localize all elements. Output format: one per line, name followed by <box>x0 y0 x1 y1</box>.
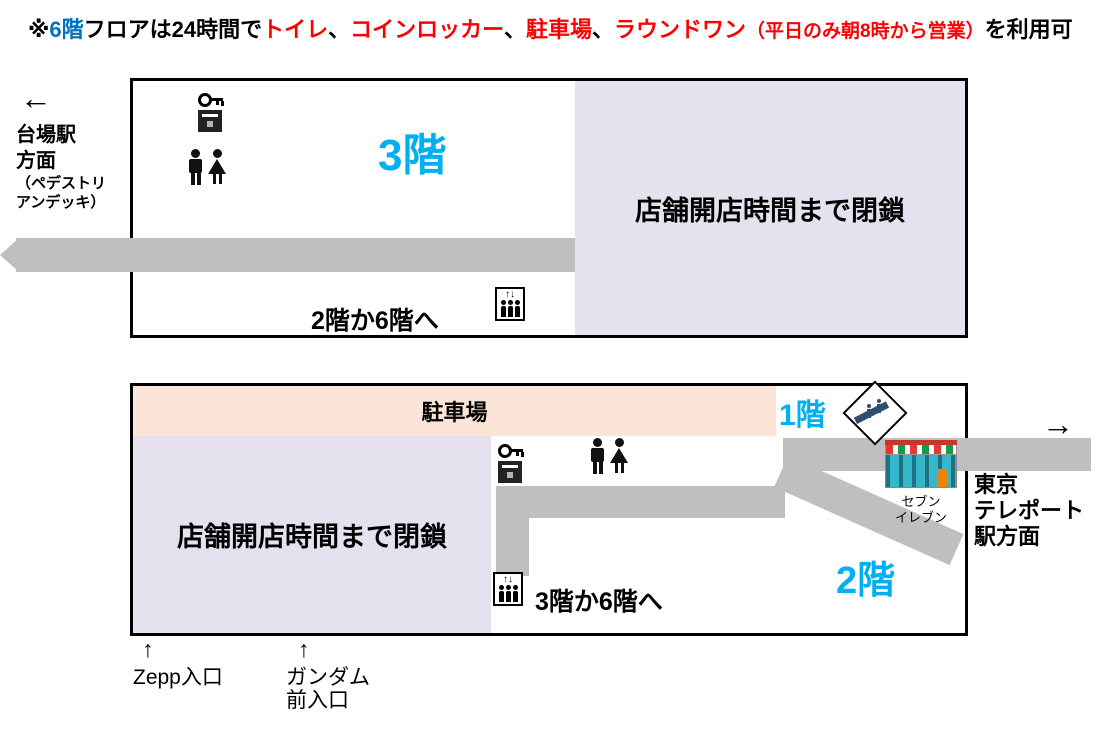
right-arrow-icon: → <box>1042 406 1074 442</box>
elevator-note-1f: 3階か6階へ <box>535 588 663 616</box>
notice-segment: ※ <box>28 17 50 42</box>
notice-segment: 、 <box>503 17 526 42</box>
left-arrow-icon: ← <box>20 80 52 116</box>
seven-eleven-line2: イレブン <box>894 510 947 525</box>
coin-locker-icon <box>497 442 525 483</box>
notice-segment: コインロッカー <box>350 17 504 42</box>
notice-segment: 駐車場 <box>525 17 592 42</box>
daiba-sub1: （ペデストリ <box>16 175 107 192</box>
notice-segment: を利用可 <box>984 17 1073 42</box>
zepp-entrance-label: Zepp入口 <box>133 666 223 689</box>
notice-segment: 6階 <box>49 17 84 42</box>
up-arrow-icon: ↑ <box>142 636 154 662</box>
teleport-line3: 駅方面 <box>974 524 1041 549</box>
teleport-station-direction: 東京 テレポート 駅方面 <box>974 472 1084 550</box>
notice-segment: フロアは24時間で <box>83 17 263 42</box>
seven-eleven-label: セブン イレブン <box>881 494 961 526</box>
elevator-note-3f: 2階か6階へ <box>311 307 439 335</box>
restroom-icon <box>591 438 628 474</box>
restroom-icon <box>189 149 226 185</box>
seven-eleven-line1: セブン <box>901 494 941 509</box>
notice-segment: ラウンドワン <box>613 17 746 42</box>
notice-segment: 、 <box>591 17 614 42</box>
teleport-line2: テレポート <box>974 498 1085 523</box>
escalator-icon <box>842 380 908 446</box>
notice-line: ※6階フロアは24時間でトイレ、コインロッカー、駐車場、ラウンドワン（平日のみ朝… <box>28 12 1094 44</box>
daiba-line2: 方面 <box>16 150 56 172</box>
daiba-line1: 台場駅 <box>16 124 76 146</box>
closed-area-label: 店舗開店時間まで閉鎖 <box>177 522 447 552</box>
locker-box-icon <box>198 110 222 132</box>
elevator-arrows: ↑↓ <box>503 574 513 585</box>
gundam-entrance-line1: ガンダム <box>286 666 370 689</box>
coin-locker-icon <box>197 91 225 132</box>
notice-segment: （平日のみ朝8時から営業） <box>746 21 985 42</box>
parking-label: 駐車場 <box>421 400 488 425</box>
corridor-vertical <box>496 486 529 576</box>
daiba-sub2: アンデッキ） <box>16 194 106 211</box>
closed-area-label: 店舗開店時間まで閉鎖 <box>635 195 905 226</box>
elevator-icon: ↑↓ <box>493 572 523 606</box>
up-arrow-icon: ↑ <box>298 636 310 662</box>
key-icon <box>497 442 525 459</box>
corridor-3f <box>16 238 575 272</box>
woman-icon <box>208 149 226 184</box>
parking-area: 駐車場 <box>133 386 776 436</box>
corridor-arrow-icon <box>0 238 19 272</box>
floor-3-label: 3階 <box>378 131 447 180</box>
floor-2-label: 2階 <box>836 560 896 602</box>
map-1f-2f: 駐車場 店舗開店時間まで閉鎖 1階 <box>130 380 1091 636</box>
floor-1-label: 1階 <box>779 399 826 432</box>
closed-area-1f: 店舗開店時間まで閉鎖 <box>133 436 491 633</box>
seven-eleven-store-icon <box>885 440 957 488</box>
man-icon <box>591 438 604 474</box>
gundam-entrance-line2: 前入口 <box>286 689 349 712</box>
notice-segment: トイレ <box>262 17 329 42</box>
elevator-icon: ↑↓ <box>495 287 525 321</box>
closed-area-3f: 店舗開店時間まで閉鎖 <box>575 81 965 335</box>
map-3f: 店舗開店時間まで閉鎖 3階 <box>130 78 968 338</box>
key-icon <box>197 91 225 108</box>
corridor-horizontal <box>498 486 785 518</box>
notice-segment: 、 <box>328 17 351 42</box>
elevator-arrows: ↑↓ <box>505 289 515 300</box>
man-icon <box>189 149 202 185</box>
woman-icon <box>610 438 628 473</box>
teleport-line1: 東京 <box>974 472 1019 497</box>
daiba-station-direction: 台場駅 方面 （ペデストリ アンデッキ） <box>16 122 106 212</box>
locker-box-icon <box>498 461 522 483</box>
